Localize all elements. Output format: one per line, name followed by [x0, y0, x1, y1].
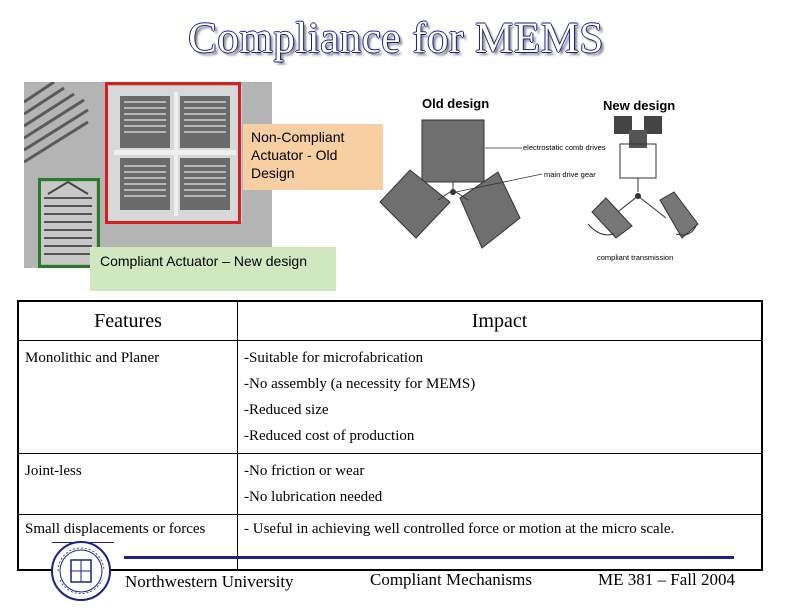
impact-item: -Reduced size — [244, 402, 329, 418]
impact-item: -No assembly (a necessity for MEMS) — [244, 376, 476, 392]
new-design-label: New design — [603, 98, 675, 113]
impact-cell: - Useful in achieving well controlled fo… — [237, 514, 763, 571]
drive-gear-label: main drive gear — [544, 170, 596, 179]
compliant-label: Compliant Actuator – New design — [90, 247, 336, 291]
page-title: Compliance for MEMS — [188, 15, 604, 62]
impact-item: -No lubrication needed — [244, 489, 383, 505]
impact-item: -Reduced cost of production — [244, 428, 415, 444]
impact-item: -Suitable for microfabrication — [244, 350, 424, 366]
impact-cell: -No friction or wear -No lubrication nee… — [237, 453, 763, 515]
features-header: Features — [17, 300, 238, 341]
footer-rule — [124, 556, 734, 559]
design-comparison-diagram: Old design New design electrostatic comb… — [379, 96, 699, 262]
transmission-label: compliant transmission — [597, 253, 673, 262]
impact-header: Impact — [237, 300, 763, 341]
table-header-row: Features Impact — [17, 300, 763, 341]
feature-cell: Monolithic and Planer — [17, 340, 238, 454]
compliant-highlight — [38, 178, 100, 268]
footer-course: ME 381 – Fall 2004 — [598, 570, 735, 589]
comb-drives-label: electrostatic comb drives — [523, 143, 606, 152]
non-compliant-highlight — [105, 82, 241, 224]
impact-item: -No friction or wear — [244, 463, 365, 479]
features-impact-table: Features Impact Monolithic and Planer -S… — [17, 300, 763, 571]
university-seal-icon — [51, 541, 111, 601]
non-compliant-label: Non-Compliant Actuator - Old Design — [243, 124, 383, 190]
old-design-label: Old design — [422, 96, 489, 111]
table-row: Monolithic and Planer -Suitable for micr… — [17, 340, 763, 454]
footer-university: Northwestern University — [125, 572, 294, 591]
impact-cell: -Suitable for microfabrication -No assem… — [237, 340, 763, 454]
feature-cell: Joint-less — [17, 453, 238, 515]
footer-topic: Compliant Mechanisms — [370, 570, 532, 589]
mems-sem-photo — [24, 82, 272, 268]
table-row: Joint-less -No friction or wear -No lubr… — [17, 453, 763, 515]
impact-item: - Useful in achieving well controlled fo… — [244, 521, 675, 537]
table-row: Small displacements or forces - Useful i… — [17, 514, 763, 571]
